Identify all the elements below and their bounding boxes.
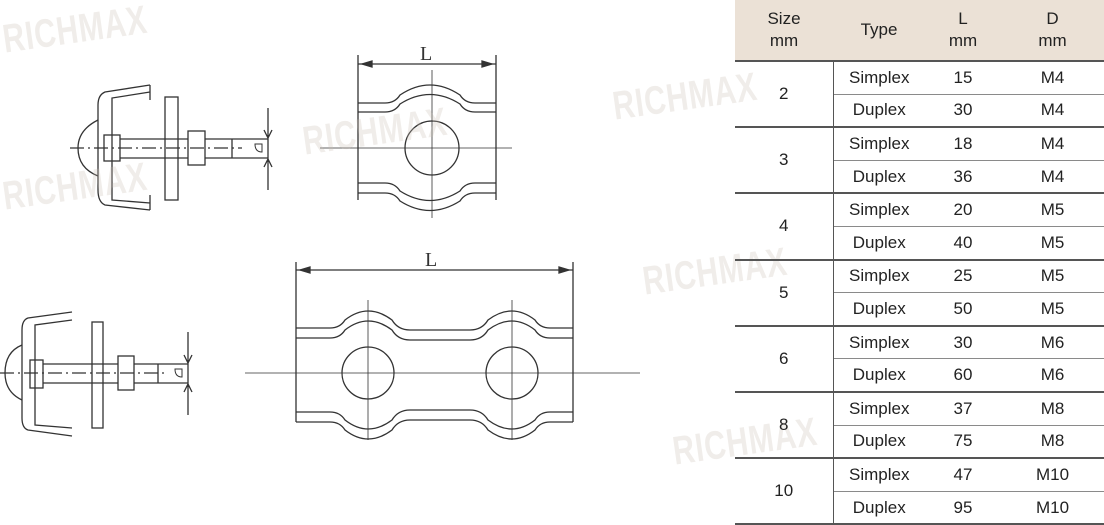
diameter-cell: M10 [1001,491,1104,525]
type-cell: Simplex [833,127,925,161]
length-cell: 36 [925,160,1001,195]
length-cell: 25 [925,259,1001,294]
diameter-cell: M8 [1001,391,1104,426]
type-cell: Simplex [833,59,925,95]
diameter-cell: M4 [1001,59,1104,95]
type-cell: Simplex [833,193,925,227]
simplex-clamp-front-view: L [320,43,512,218]
duplex-clamp-front-view: L [245,249,640,440]
type-cell: Simplex [833,259,925,294]
diameter-cell: M4 [1001,160,1104,195]
diameter-cell: M8 [1001,425,1104,460]
simplex-bolt-side-view [70,84,273,211]
length-label: L [420,43,432,65]
diameter-cell: M6 [1001,325,1104,360]
length-label: L [425,249,437,271]
diameter-cell: M5 [1001,193,1104,227]
header-type: Type [833,0,925,61]
type-cell: Simplex [833,458,925,492]
size-cell: 8 [735,391,834,460]
length-cell: 18 [925,127,1001,161]
size-cell: 5 [735,259,834,327]
diameter-cell: M4 [1001,127,1104,161]
length-cell: 95 [925,491,1001,525]
size-cell: 10 [735,458,834,525]
type-cell: Simplex [833,325,925,360]
length-cell: 60 [925,358,1001,393]
length-cell: 50 [925,292,1001,327]
length-cell: 20 [925,193,1001,227]
type-cell: Duplex [833,491,925,525]
type-cell: Duplex [833,94,925,129]
size-cell: 4 [735,193,834,261]
size-cell: 2 [735,59,834,129]
diameter-cell: M5 [1001,259,1104,294]
length-cell: 40 [925,226,1001,261]
diameter-cell: M6 [1001,358,1104,393]
length-cell: 30 [925,325,1001,360]
type-cell: Duplex [833,226,925,261]
length-cell: 30 [925,94,1001,129]
type-cell: Duplex [833,425,925,460]
type-cell: Duplex [833,358,925,393]
length-cell: 37 [925,391,1001,426]
diameter-cell: M5 [1001,226,1104,261]
technical-drawing: L L [0,43,640,440]
length-cell: 15 [925,59,1001,95]
type-cell: Duplex [833,292,925,327]
length-cell: 75 [925,425,1001,460]
type-cell: Simplex [833,391,925,426]
diameter-cell: M4 [1001,94,1104,129]
diameter-cell: M5 [1001,292,1104,327]
size-cell: 3 [735,127,834,195]
length-cell: 47 [925,458,1001,492]
size-cell: 6 [735,325,834,393]
diameter-cell: M10 [1001,458,1104,492]
duplex-bolt-side-view [0,311,193,437]
type-cell: Duplex [833,160,925,195]
